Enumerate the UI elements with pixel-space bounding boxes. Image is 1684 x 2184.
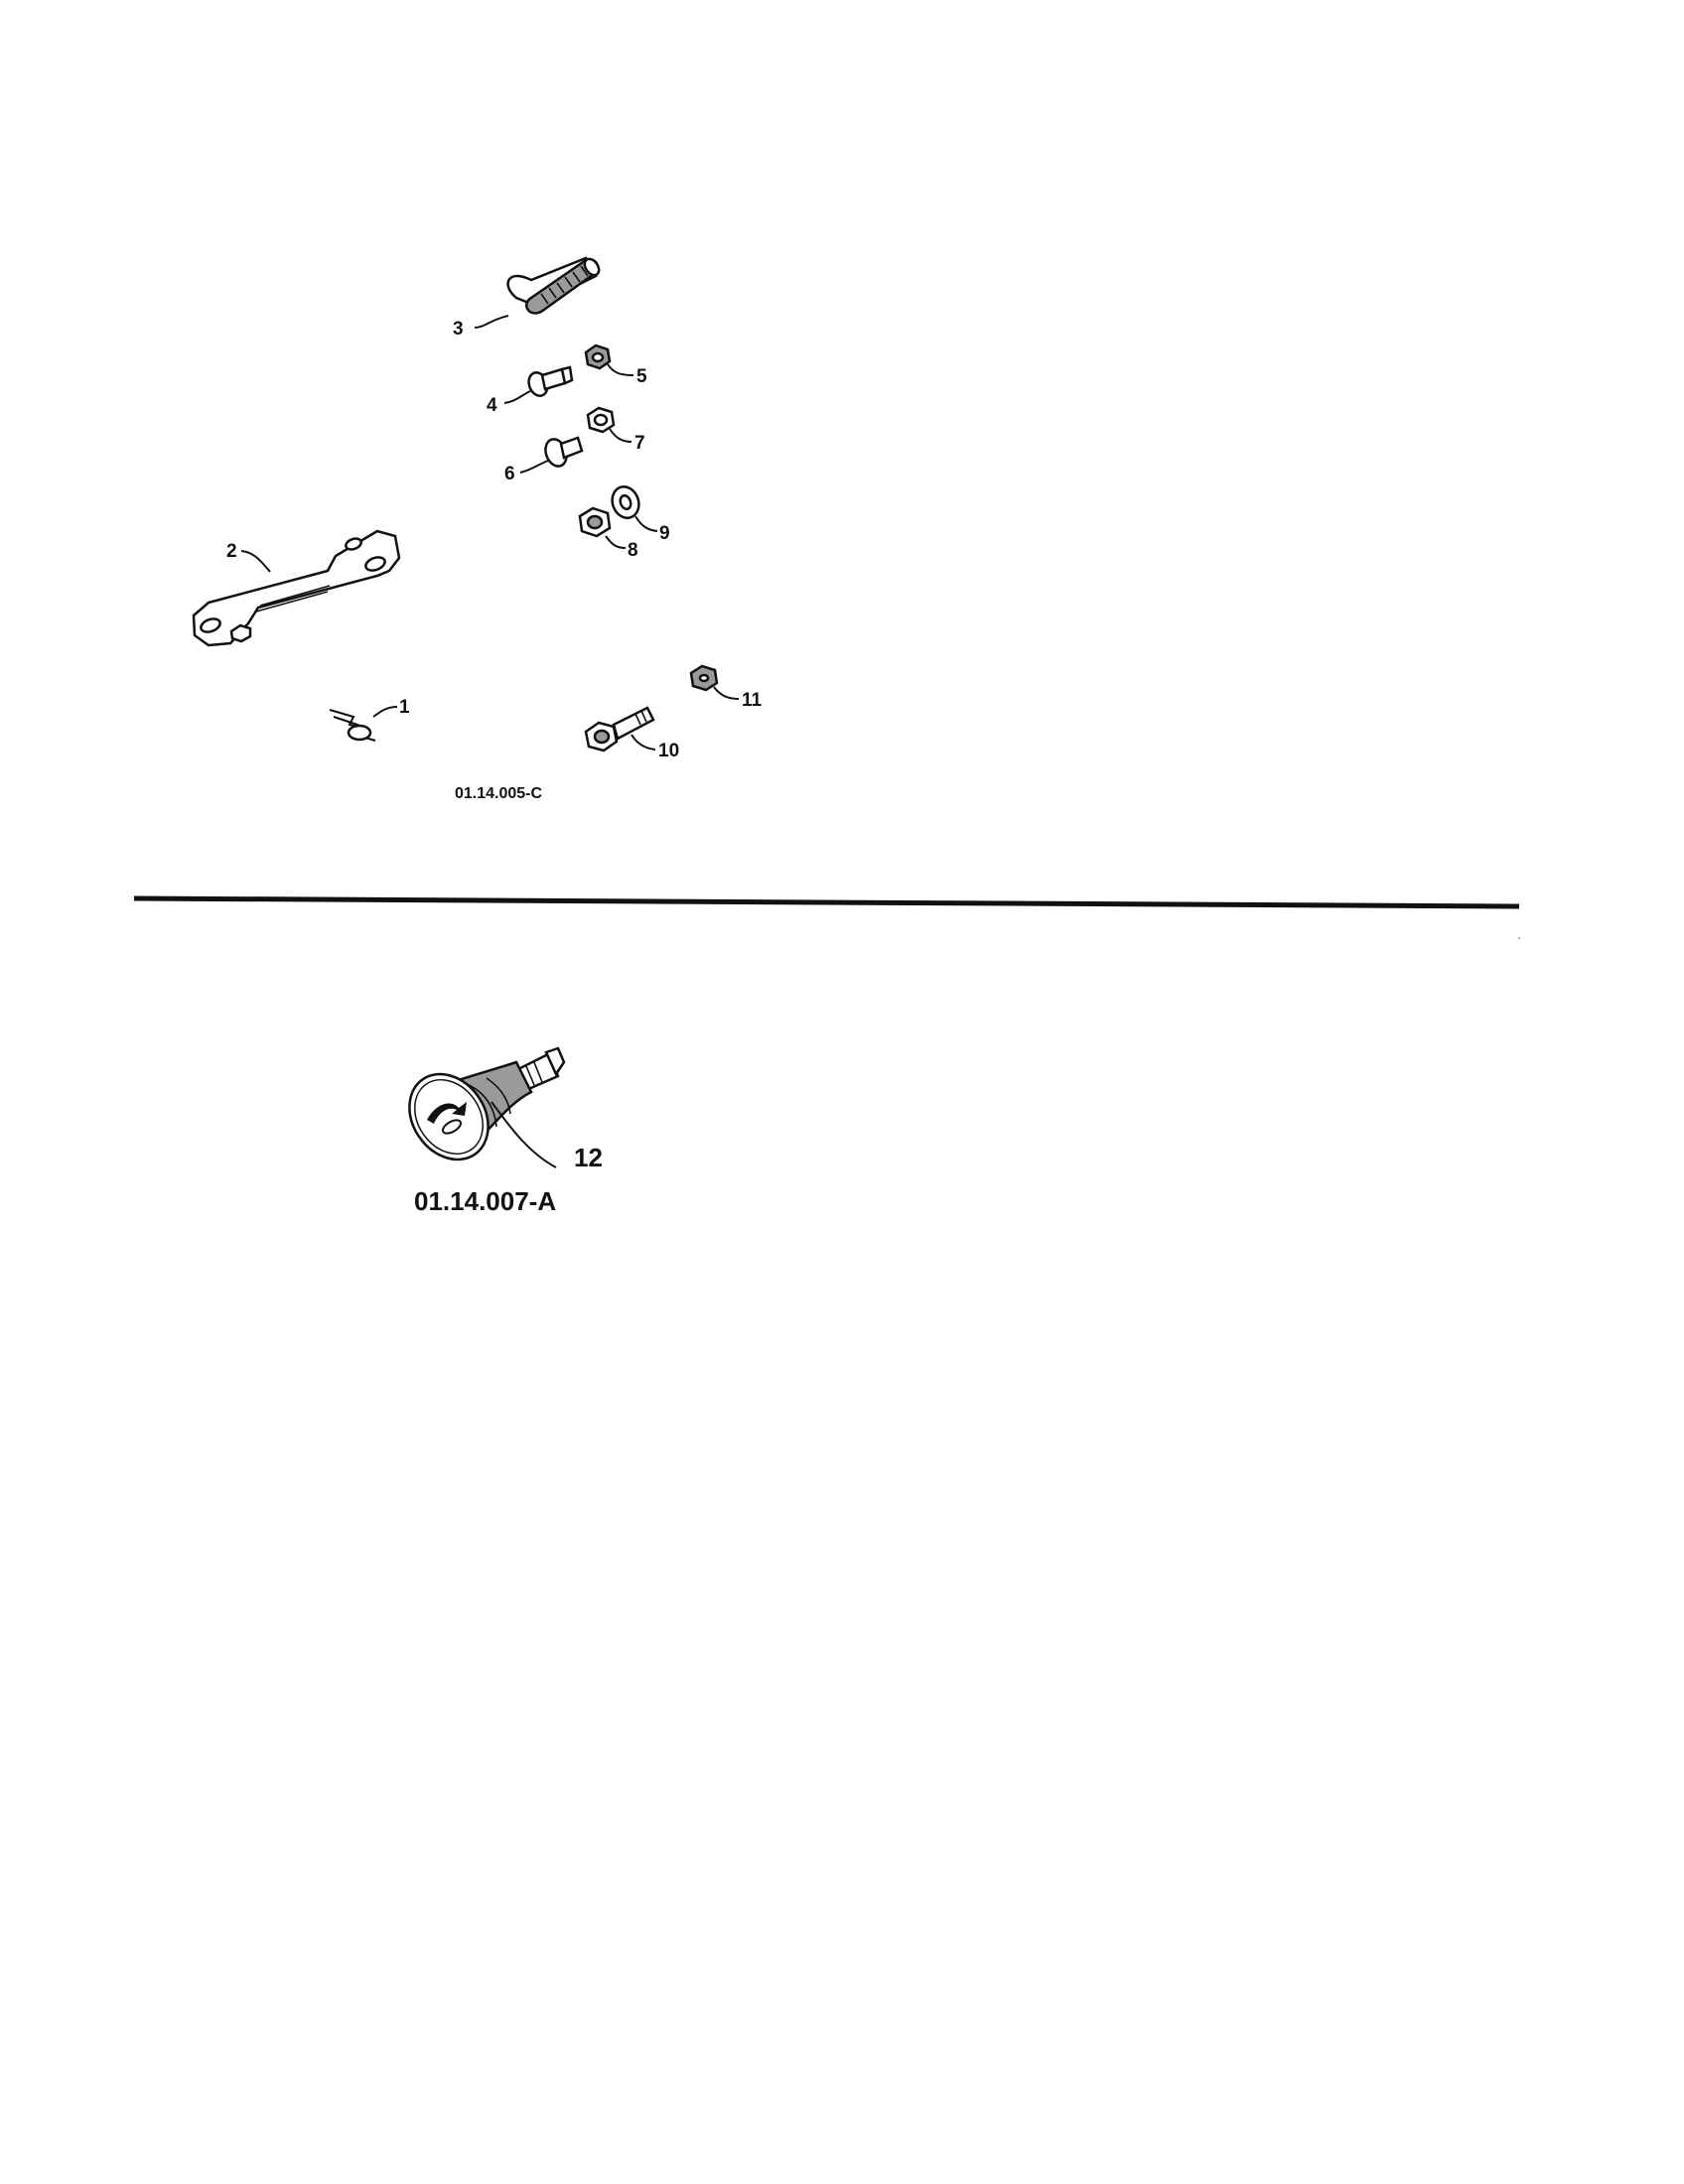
upper-figure-code: 01.14.005-C	[455, 785, 543, 802]
lower-figure: 12 01.14.007-A	[408, 1046, 603, 1216]
callout-3: 3	[453, 319, 464, 340]
callout-2: 2	[226, 541, 237, 562]
part-6-pin	[544, 436, 584, 468]
callout-10: 10	[658, 741, 679, 761]
part-8-nut	[578, 506, 612, 538]
callout-11: 11	[742, 690, 763, 711]
part-11-nut	[689, 664, 719, 692]
callout-1: 1	[399, 697, 410, 718]
part-3-spring	[506, 256, 601, 315]
lower-figure-code: 01.14.007-A	[414, 1186, 556, 1216]
callout-12: 12	[574, 1143, 603, 1172]
part-4-pin	[527, 365, 574, 397]
callout-8: 8	[628, 540, 638, 561]
part-12-knob	[408, 1046, 566, 1161]
callout-7: 7	[634, 433, 645, 454]
callout-5: 5	[636, 366, 647, 387]
part-10-bolt	[584, 706, 655, 752]
part-1-clip	[329, 709, 376, 742]
callout-6: 6	[504, 464, 515, 484]
callout-9: 9	[659, 523, 670, 544]
part-5-nut	[584, 343, 612, 370]
part-9-washer	[611, 485, 640, 519]
section-divider	[133, 895, 1520, 909]
callout-4: 4	[487, 395, 497, 416]
upper-figure: 3 4 5 6 7	[192, 256, 763, 802]
part-2-bracket	[192, 529, 401, 647]
part-7-nut	[586, 406, 616, 434]
scan-speck	[1518, 937, 1520, 939]
